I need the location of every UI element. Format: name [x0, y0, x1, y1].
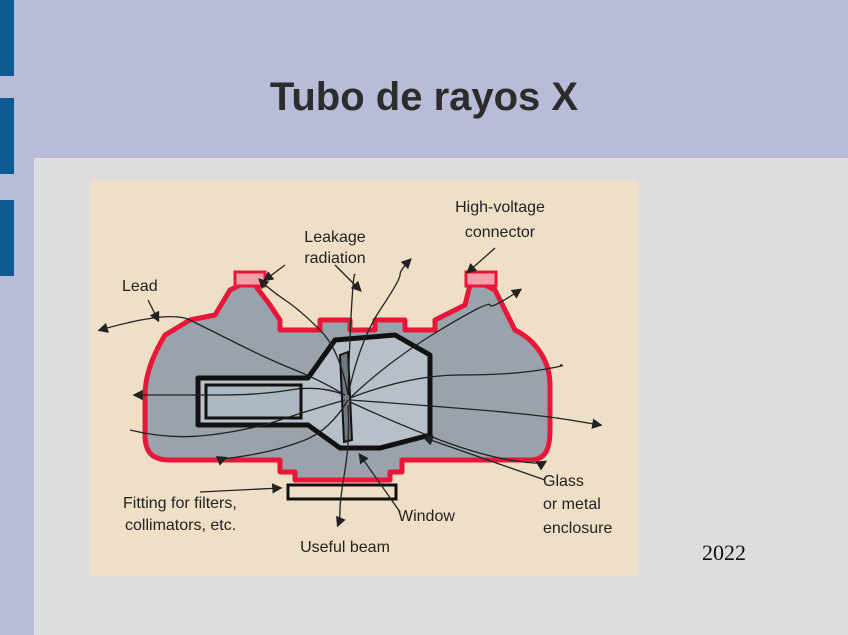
label-useful-beam: Useful beam — [300, 539, 390, 556]
glass-envelope — [195, 332, 433, 451]
leader-lead — [147, 299, 160, 323]
leader-glass — [422, 435, 546, 481]
label-glass-3: enclosure — [543, 520, 612, 537]
label-high-voltage-1: High-voltage — [455, 199, 545, 216]
label-leakage-1: Leakage — [304, 229, 365, 246]
leader-leakage-right — [334, 264, 362, 292]
leader-window — [358, 452, 401, 513]
slide-year: 2022 — [702, 540, 746, 565]
diagram-svg: High-voltage connector Leakage radiation… — [97, 199, 612, 556]
label-glass-1: Glass — [543, 473, 584, 490]
side-tab — [0, 200, 14, 276]
label-fitting-2: collimators, etc. — [125, 517, 236, 534]
label-window: Window — [398, 508, 455, 525]
title-band — [0, 0, 848, 158]
label-lead: Lead — [122, 278, 158, 295]
label-leakage-2: radiation — [304, 250, 365, 267]
label-glass-2: or metal — [543, 496, 601, 513]
right-connector — [464, 270, 498, 288]
radiation-lines — [97, 258, 603, 528]
xray-tube-diagram: High-voltage connector Leakage radiation… — [90, 180, 638, 575]
leader-leakage-left — [262, 264, 286, 282]
side-tab — [0, 98, 14, 174]
left-connector — [233, 270, 267, 288]
side-tab — [0, 0, 14, 76]
label-high-voltage-2: connector — [465, 224, 536, 241]
leader-fitting — [199, 483, 283, 494]
label-fitting-1: Fitting for filters, — [123, 495, 237, 512]
slide-title: Tubo de rayos X — [269, 75, 579, 119]
